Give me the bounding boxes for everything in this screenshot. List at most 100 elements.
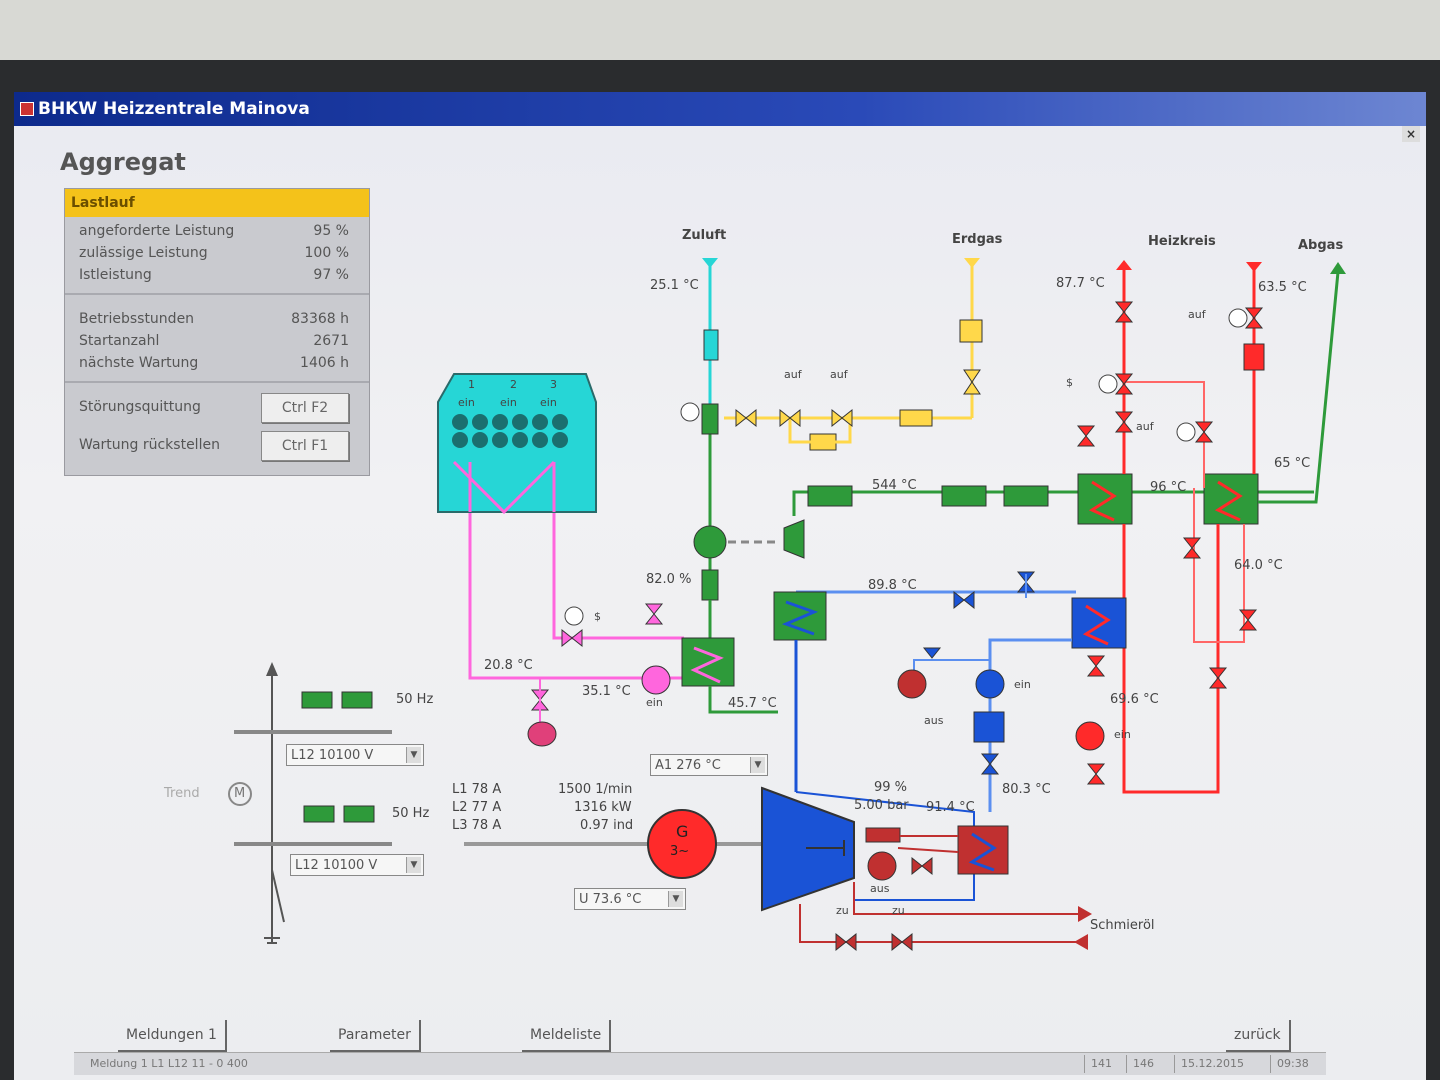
info-row: Betriebsstunden 83368 h <box>79 311 349 331</box>
close-button[interactable]: × <box>1402 126 1420 142</box>
gas-regulator <box>899 409 933 427</box>
generator-current: L2 77 A <box>452 800 502 815</box>
info-row: nächste Wartung 1406 h <box>79 355 349 375</box>
row-value: 83368 h <box>291 311 349 327</box>
throttle-valve <box>701 569 719 601</box>
fan-number: 1 <box>468 378 475 391</box>
exhaust-out-temp: 65 °C <box>1274 456 1311 471</box>
motor-symbol: M <box>234 786 246 801</box>
actuator-icon <box>564 606 584 626</box>
valve-state: aus <box>924 714 944 727</box>
throttle-position: 82.0 % <box>646 572 692 587</box>
window-titlebar: BHKW Heizzentrale Mainova <box>14 92 1426 126</box>
generator-power: 1316 kW <box>574 800 632 815</box>
message-list-button[interactable]: Meldeliste <box>522 1020 612 1052</box>
action-row: Wartung rückstellen <box>79 437 349 457</box>
action-label: Wartung rückstellen <box>79 437 220 453</box>
exhaust-silencer <box>941 485 987 507</box>
valve-state: $ <box>1066 376 1073 389</box>
app-icon <box>20 102 34 116</box>
actuator-icon <box>1176 422 1196 442</box>
status-bar: Meldung 1 L1 L12 11 - 0 400 141 146 15.1… <box>74 1052 1326 1075</box>
row-value: 2671 <box>313 333 349 349</box>
oil-out-arrow-icon <box>1078 906 1092 922</box>
oil-pressure: 5.00 bar <box>854 798 909 813</box>
messages-button[interactable]: Meldungen 1 <box>118 1020 227 1052</box>
valve-state: auf <box>830 368 848 381</box>
exhaust-hx-temp: 96 °C <box>1150 480 1187 495</box>
heizkreis-label: Heizkreis <box>1148 234 1216 249</box>
abgas-label: Abgas <box>1298 238 1344 253</box>
u-temp-value: U 73.6 °C <box>579 892 642 907</box>
row-value: 97 % <box>313 267 349 283</box>
valve-state: zu <box>892 904 905 917</box>
row-label: Istleistung <box>79 267 152 283</box>
reset-maintenance-button[interactable]: Ctrl F1 <box>261 431 349 461</box>
turbine-icon <box>783 519 805 559</box>
fan-state: ein <box>500 396 517 409</box>
valve-state: zu <box>836 904 849 917</box>
pump-state: aus <box>870 882 890 895</box>
generator-voltage-select[interactable]: L12 10100 V ▼ <box>290 854 424 876</box>
glycol-return-temp: 35.1 °C <box>582 684 631 699</box>
fan-number: 3 <box>550 378 557 391</box>
fan-state: ein <box>458 396 475 409</box>
a1-temp-select[interactable]: A1 276 °C ▼ <box>650 754 768 776</box>
exhaust-silencer-2 <box>1003 485 1049 507</box>
divider <box>65 293 369 295</box>
abgas-temp: 544 °C <box>872 478 917 493</box>
oil-level-indicator <box>865 827 901 843</box>
row-label: angeforderte Leistung <box>79 223 235 239</box>
oil-pump-icon <box>867 851 897 881</box>
heating-filter <box>1243 343 1265 371</box>
u-temp-select[interactable]: U 73.6 °C ▼ <box>574 888 686 910</box>
acknowledge-fault-button[interactable]: Ctrl F2 <box>261 393 349 423</box>
glycol-temp: 20.8 °C <box>484 658 533 673</box>
row-value: 100 % <box>304 245 349 261</box>
pump-state: ein <box>1014 678 1031 691</box>
cooling-pump-icon <box>975 669 1005 699</box>
generator-current: L3 78 A <box>452 818 502 833</box>
action-row: Störungsquittung <box>79 399 349 419</box>
status-date: 15.12.2015 <box>1174 1055 1244 1073</box>
abgas-arrow-icon <box>1330 262 1346 274</box>
row-label: zulässige Leistung <box>79 245 208 261</box>
generator-symbol: G <box>676 822 689 841</box>
heiz-rl-temp: 63.5 °C <box>1258 280 1307 295</box>
row-value: 95 % <box>313 223 349 239</box>
fan-number: 2 <box>510 378 517 391</box>
generator-phase: 3~ <box>670 844 690 859</box>
status-counter: 141 <box>1084 1055 1112 1073</box>
oil-valve-icon <box>835 856 933 952</box>
erdgas-label: Erdgas <box>952 232 1003 247</box>
glycol-heat-exchanger <box>681 637 735 687</box>
info-row: Istleistung 97 % <box>79 267 349 287</box>
trend-label[interactable]: Trend <box>164 786 200 801</box>
chevron-down-icon: ▼ <box>750 757 765 773</box>
generator-power-factor: 0.97 ind <box>580 818 634 833</box>
cooling-valve-icon <box>922 571 1036 775</box>
row-label: Startanzahl <box>79 333 160 349</box>
status-time: 09:38 <box>1270 1055 1309 1073</box>
parameter-button[interactable]: Parameter <box>330 1020 421 1052</box>
oil-temp: 91.4 °C <box>926 800 975 815</box>
charge-air-cooler <box>773 591 827 641</box>
aggregate-panel: Lastlauf angeforderte Leistung 95 % zulä… <box>64 188 370 476</box>
grid-voltage-select[interactable]: L12 10100 V ▼ <box>286 744 424 766</box>
gas-filter <box>959 319 983 343</box>
row-value: 1406 h <box>300 355 349 371</box>
zuluft-temp: 25.1 °C <box>650 278 699 293</box>
action-label: Störungsquittung <box>79 399 201 415</box>
generator-voltage-value: L12 10100 V <box>295 858 378 873</box>
grid-voltage-value: L12 10100 V <box>291 748 374 763</box>
heizkreis-return-arrow-icon <box>1246 262 1262 272</box>
status-badge: Lastlauf <box>65 189 369 217</box>
charge-air-temp: 45.7 °C <box>728 696 777 711</box>
info-row: zulässige Leistung 100 % <box>79 245 349 265</box>
zuluft-arrow-icon <box>702 258 718 268</box>
divider <box>65 381 369 383</box>
back-button[interactable]: zurück <box>1226 1020 1291 1052</box>
heizkreis-arrow-icon <box>1116 260 1132 270</box>
erdgas-arrow-icon <box>964 258 980 268</box>
zuluft-label: Zuluft <box>682 228 727 243</box>
